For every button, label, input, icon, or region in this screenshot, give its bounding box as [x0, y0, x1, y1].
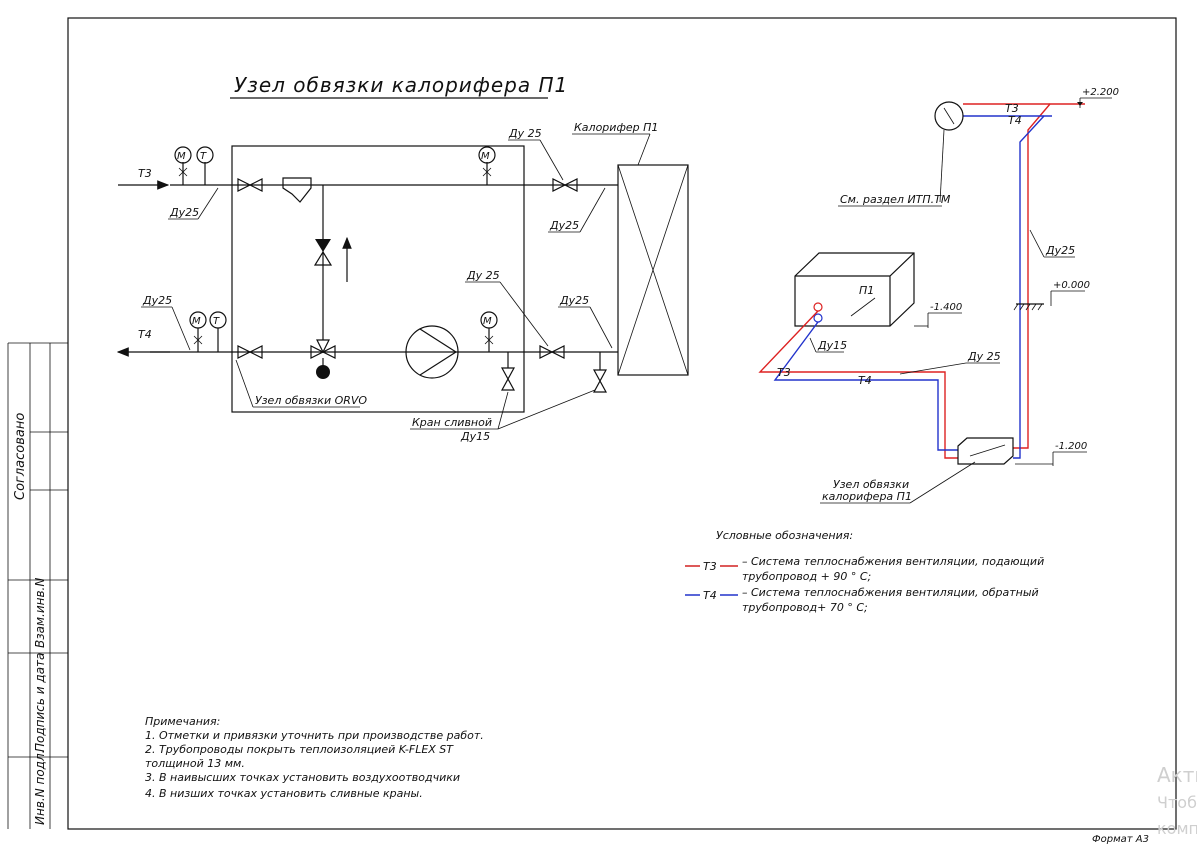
activation-watermark: Акти Чтоб комп	[1157, 763, 1197, 838]
isometric-scheme: П1 Т3 Т4 Т3 Т4 См. раздел ИТП.ТМ +2.200 …	[758, 87, 1119, 504]
t4-iso-line	[773, 321, 958, 451]
svg-text:M: M	[483, 316, 492, 327]
orvo-box	[231, 145, 525, 413]
legend: Условные обозначения: Т3 – Система тепло…	[685, 529, 1044, 614]
svg-text:Ду15: Ду15	[460, 430, 490, 443]
svg-text:Ду25: Ду25	[142, 294, 172, 307]
svg-text:П1: П1	[859, 284, 874, 297]
svg-text:Ду25: Ду25	[169, 206, 199, 219]
svg-text:Ду 25: Ду 25	[967, 350, 1001, 363]
svg-text:Т3: Т3	[1005, 102, 1019, 115]
svg-text:T: T	[213, 316, 220, 327]
vzam-inv-label: Взам.инв.N	[33, 578, 47, 648]
drain-valve-icon	[592, 369, 608, 393]
format-label: Формат А3	[1092, 834, 1149, 845]
svg-text:+0.000: +0.000	[1053, 280, 1090, 291]
manometer-icon	[478, 146, 496, 164]
svg-text:+2.200: +2.200	[1082, 87, 1119, 98]
svg-text:Т4: Т4	[858, 374, 872, 387]
svg-text:Ду25: Ду25	[559, 294, 589, 307]
svg-text:-1.200: -1.200	[1055, 441, 1087, 452]
svg-text:Акти: Акти	[1157, 763, 1197, 787]
svg-text:Т3: Т3	[777, 366, 791, 379]
manometer-icon	[480, 311, 498, 329]
svg-text:трубопровод + 90 ° С;: трубопровод + 90 ° С;	[742, 570, 871, 583]
svg-text:Т4: Т4	[703, 589, 717, 602]
manometer-icon	[189, 311, 207, 329]
svg-text:трубопровод+ 70 ° С;: трубопровод+ 70 ° С;	[742, 601, 868, 614]
three-way-valve-icon	[310, 339, 336, 379]
svg-text:Ду25: Ду25	[1045, 244, 1075, 257]
heater-node-box	[957, 437, 1014, 465]
thermometer-icon	[209, 311, 227, 329]
thermometer-icon	[196, 146, 214, 164]
svg-text:Узел обвязки: Узел обвязки	[833, 478, 909, 491]
meter-icon	[934, 101, 964, 131]
svg-text:калорифера П1: калорифера П1	[822, 490, 912, 503]
legend-heading: Условные обозначения:	[716, 529, 853, 542]
svg-text:Ду 25: Ду 25	[508, 127, 542, 140]
t3-label: Т3	[138, 167, 152, 180]
orvo-label: Узел обвязки ORVO	[255, 394, 367, 407]
drain-valve-icon	[500, 367, 516, 391]
check-valve-icon	[315, 239, 331, 252]
p1-unit	[794, 252, 915, 327]
svg-text:3. В наивысших точках установи: 3. В наивысших точках установить воздухо…	[145, 771, 460, 784]
svg-text:– Система теплоснабжения венти: – Система теплоснабжения вентиляции, под…	[742, 555, 1044, 568]
gate-valve-icon	[237, 178, 263, 192]
inv-orig-label: Инв.N подл.	[33, 750, 47, 825]
svg-text:Т4: Т4	[1008, 114, 1022, 127]
heater-label: Калорифер П1	[574, 121, 658, 134]
svg-text:Ду25: Ду25	[549, 219, 579, 232]
svg-text:2. Трубопроводы покрыть теплои: 2. Трубопроводы покрыть теплоизоляцией K…	[145, 743, 454, 756]
svg-text:1. Отметки и привязки уточнить: 1. Отметки и привязки уточнить при произ…	[145, 729, 484, 742]
t4-label: Т4	[138, 328, 152, 341]
gate-valve-icon	[552, 178, 578, 192]
see-section-label: См. раздел ИТП.ТМ	[840, 193, 951, 206]
gate-valve-icon	[539, 345, 565, 359]
heater-p1	[617, 164, 689, 376]
piping-scheme: Т3 Т4	[116, 121, 689, 443]
agreed-label: Согласовано	[13, 413, 28, 500]
page-title: Узел обвязки калорифера П1	[234, 73, 568, 97]
drain-label: Кран сливной	[412, 416, 492, 429]
svg-text:M: M	[177, 151, 186, 162]
pump-icon	[405, 325, 459, 379]
svg-text:M: M	[481, 151, 490, 162]
gate-valve-icon	[237, 345, 263, 359]
svg-text:– Система теплоснабжения венти: – Система теплоснабжения вентиляции, обр…	[742, 586, 1039, 599]
svg-text:Ду 25: Ду 25	[466, 269, 500, 282]
strainer-icon	[282, 177, 312, 203]
svg-text:комп: комп	[1157, 819, 1197, 838]
svg-text:Чтоб: Чтоб	[1157, 793, 1197, 812]
svg-text:M: M	[192, 316, 201, 327]
svg-text:-1.400: -1.400	[930, 302, 962, 313]
svg-text:Т3: Т3	[703, 560, 717, 573]
notes-block: Примечания: 1. Отметки и привязки уточни…	[145, 715, 484, 800]
svg-text:T: T	[200, 151, 207, 162]
svg-text:толщиной 13 мм.: толщиной 13 мм.	[145, 757, 245, 770]
t3-iso-line	[758, 310, 958, 459]
svg-text:Ду15: Ду15	[817, 339, 847, 352]
svg-text:4. В низших точках установить: 4. В низших точках установить сливные кр…	[145, 787, 423, 800]
sheet-frame	[67, 17, 1177, 830]
notes-heading: Примечания:	[145, 715, 220, 728]
sign-date-label: Подпись и дата	[33, 653, 47, 752]
side-stamp: Согласовано Инв.N подл. Подпись и дата В…	[7, 342, 68, 829]
manometer-icon	[174, 146, 192, 164]
